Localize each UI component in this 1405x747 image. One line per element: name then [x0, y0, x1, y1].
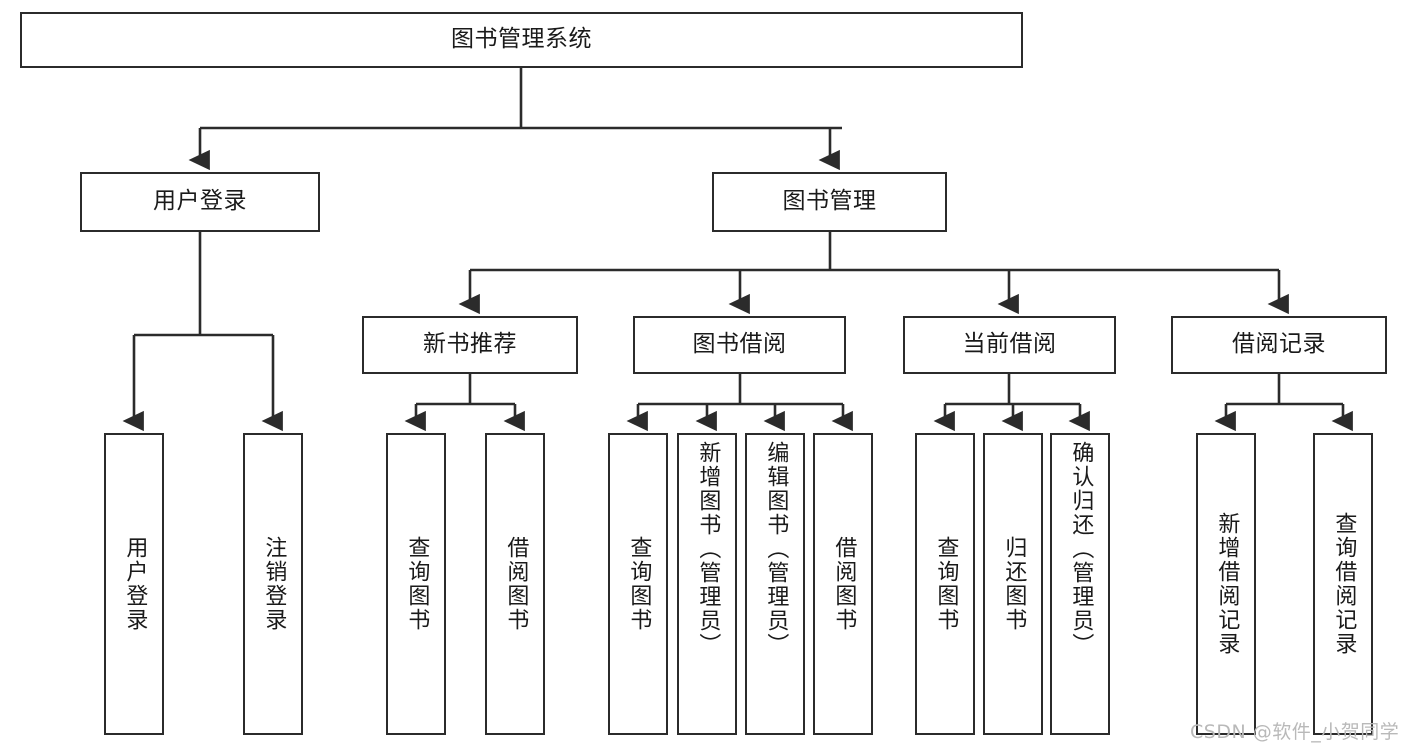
node-book-management-label: 图书管理 — [782, 188, 877, 215]
node-root-label: 图书管理系统 — [451, 26, 592, 53]
leaf-borrow-edit-book-admin-label: 编辑图书（管理员） — [763, 441, 789, 657]
node-user-login-label: 用户登录 — [153, 188, 247, 215]
leaf-current-return-book-label: 归还图书 — [1001, 536, 1027, 632]
node-user-login[interactable]: 用户登录 — [80, 172, 320, 232]
csdn-watermark: CSDN @软件_小贺同学 — [1190, 721, 1400, 743]
leaf-newbook-query-book-label: 查询图书 — [404, 536, 430, 632]
leaf-current-query-book-label: 查询图书 — [933, 536, 959, 632]
leaf-current-confirm-return-admin[interactable]: 确认归还（管理员） — [1050, 433, 1110, 735]
leaf-borrow-lend-book-label: 借阅图书 — [831, 536, 857, 632]
leaf-current-confirm-return-admin-label: 确认归还（管理员） — [1068, 441, 1094, 657]
node-current-borrow-label: 当前借阅 — [962, 331, 1057, 358]
leaf-records-query-record[interactable]: 查询借阅记录 — [1313, 433, 1373, 735]
leaf-newbook-borrow-book-label: 借阅图书 — [503, 536, 529, 632]
node-new-book-recommend-label: 新书推荐 — [423, 331, 517, 358]
node-borrow-records[interactable]: 借阅记录 — [1171, 316, 1387, 374]
node-book-borrow-label: 图书借阅 — [692, 331, 787, 358]
node-borrow-records-label: 借阅记录 — [1232, 331, 1326, 358]
leaf-borrow-edit-book-admin[interactable]: 编辑图书（管理员） — [745, 433, 805, 735]
leaf-user-logout[interactable]: 注销登录 — [243, 433, 303, 735]
leaf-newbook-query-book[interactable]: 查询图书 — [386, 433, 446, 735]
leaf-current-return-book[interactable]: 归还图书 — [983, 433, 1043, 735]
node-book-management[interactable]: 图书管理 — [712, 172, 947, 232]
leaf-user-logout-label: 注销登录 — [261, 536, 287, 632]
leaf-records-add-record[interactable]: 新增借阅记录 — [1196, 433, 1256, 735]
leaf-records-query-record-label: 查询借阅记录 — [1331, 512, 1357, 656]
leaf-borrow-query-book[interactable]: 查询图书 — [608, 433, 668, 735]
leaf-user-login-label: 用户登录 — [122, 536, 148, 632]
node-new-book-recommend[interactable]: 新书推荐 — [362, 316, 578, 374]
leaf-records-add-record-label: 新增借阅记录 — [1214, 512, 1240, 656]
leaf-user-login[interactable]: 用户登录 — [104, 433, 164, 735]
node-current-borrow[interactable]: 当前借阅 — [903, 316, 1116, 374]
leaf-borrow-add-book-admin[interactable]: 新增图书（管理员） — [677, 433, 737, 735]
node-root[interactable]: 图书管理系统 — [20, 12, 1023, 68]
node-book-borrow[interactable]: 图书借阅 — [633, 316, 846, 374]
leaf-borrow-lend-book[interactable]: 借阅图书 — [813, 433, 873, 735]
leaf-newbook-borrow-book[interactable]: 借阅图书 — [485, 433, 545, 735]
leaf-current-query-book[interactable]: 查询图书 — [915, 433, 975, 735]
leaf-borrow-query-book-label: 查询图书 — [626, 536, 652, 632]
leaf-borrow-add-book-admin-label: 新增图书（管理员） — [695, 441, 721, 657]
